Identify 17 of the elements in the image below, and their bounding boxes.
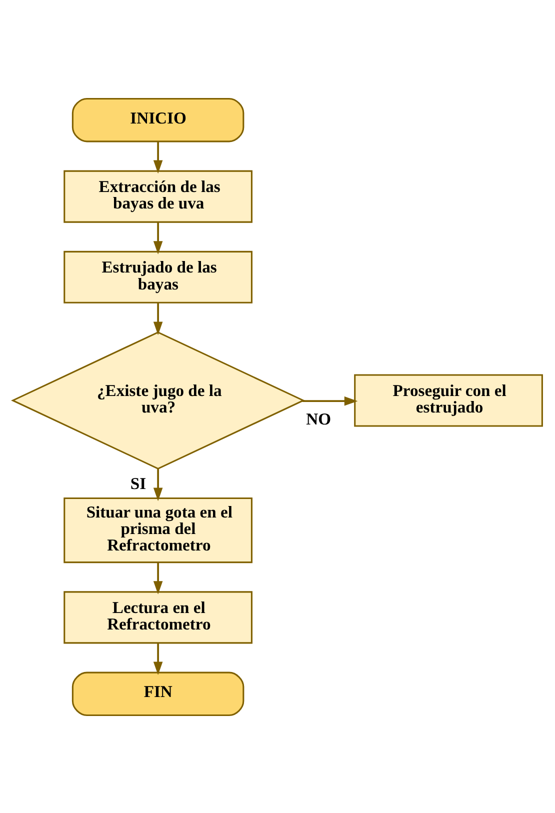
- node-box: Extracción de las bayas de uva: [64, 170, 252, 222]
- arrow: [153, 141, 163, 174]
- arrow: [153, 468, 163, 501]
- node-box: INICIO: [72, 97, 244, 142]
- arrow: [153, 562, 163, 594]
- arrow: [153, 302, 163, 335]
- node-box: Proseguir con el estrujado: [354, 374, 543, 426]
- edge-label: NO: [306, 408, 332, 428]
- node-box: Lectura en el Refractometro: [64, 590, 252, 644]
- node-box: Estrujado de las bayas: [64, 250, 252, 303]
- node-box: FIN: [72, 671, 244, 716]
- edge-label: SI: [130, 473, 146, 492]
- arrow: [153, 642, 163, 674]
- node-diamond: ¿Existe jugo de la uva?: [11, 330, 306, 469]
- arrow: [153, 222, 163, 254]
- arrow: [302, 396, 358, 406]
- node-box: Situar una gota en el prisma del Refractometro: [64, 497, 252, 563]
